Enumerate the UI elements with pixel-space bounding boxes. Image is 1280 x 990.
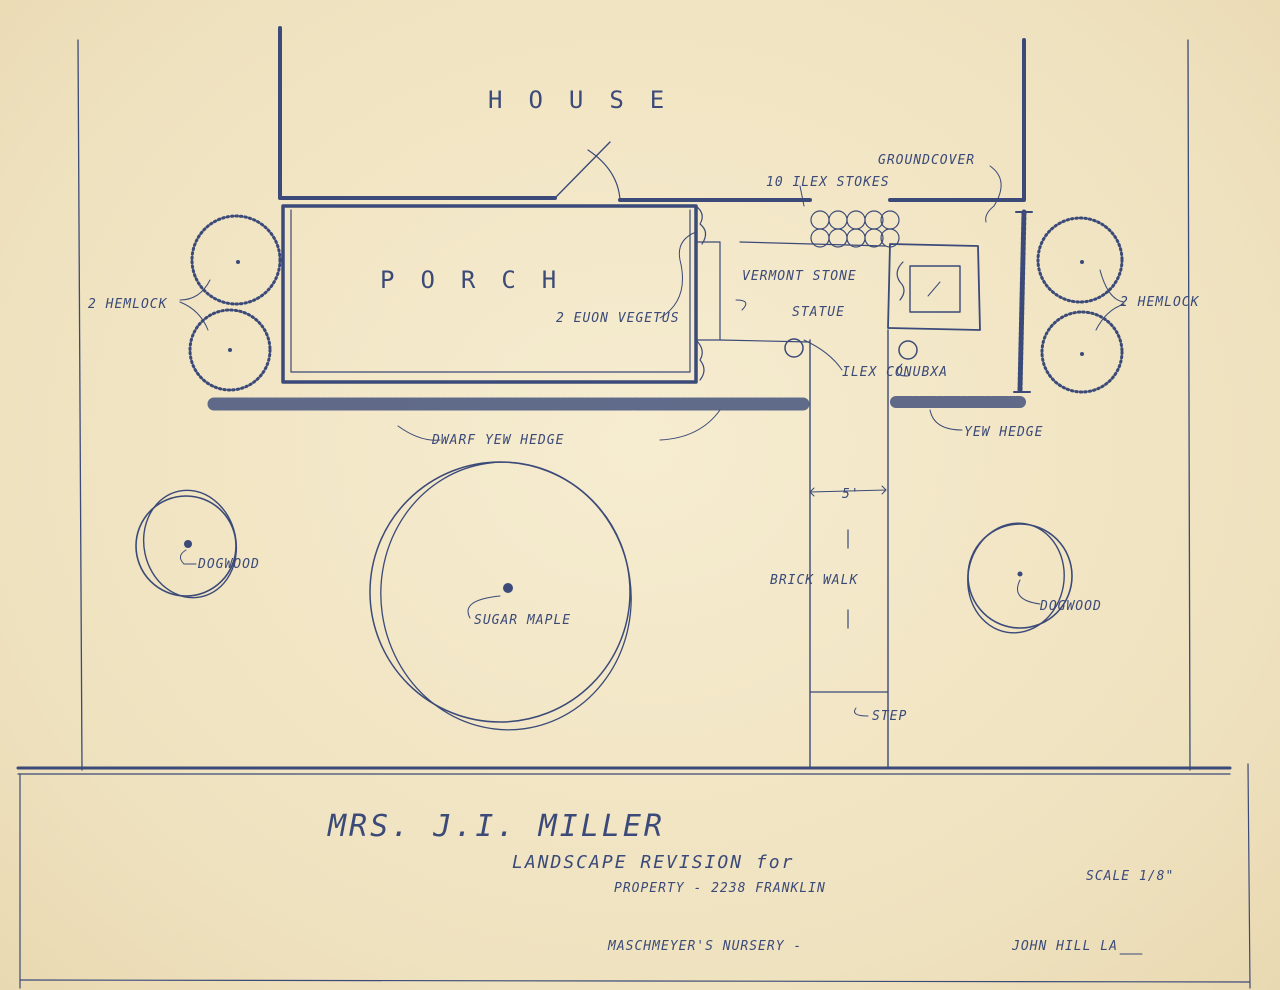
hemlock-right-label: 2 HEMLOCK (1120, 295, 1200, 310)
nursery-name: MASCHMEYER'S NURSERY - (607, 939, 802, 954)
ilex-stokes-shrubs (810, 210, 900, 248)
brick-walk-label: BRICK WALK (770, 573, 858, 588)
vermont-stone-label: VERMONT STONE (742, 269, 857, 284)
yew-hedge (890, 396, 1028, 431)
statue-plinth (887, 243, 981, 331)
designer-name: JOHN HILL LA (1011, 939, 1118, 954)
hemlock-left-label: 2 HEMLOCK (88, 297, 168, 312)
euon-label: 2 EUON VEGETUS (556, 311, 680, 326)
ground-cover-bed (1013, 209, 1033, 393)
dogwood-right-label: DOGWOOD (1039, 599, 1102, 614)
dwarf-yew-label: DWARF YEW HEDGE (431, 433, 564, 448)
hemlock-left-group (179, 214, 282, 392)
brick-walk (809, 329, 889, 769)
step-label: STEP (872, 709, 907, 724)
statue-label: STATUE (792, 305, 845, 320)
plan-callout-leaders (659, 165, 1002, 319)
ilex-stokes-label: 10 ILEX STOKES (766, 175, 890, 190)
scale-note: SCALE 1/8" (1086, 869, 1174, 884)
property-address: PROPERTY - 2238 FRANKLIN (614, 881, 826, 896)
sugar-maple (369, 461, 632, 731)
property-border (16, 39, 1251, 989)
title-subtitle: LANDSCAPE REVISION for (512, 852, 794, 873)
porch-outline (281, 204, 886, 384)
dwarf-yew-hedge (207, 397, 810, 441)
ilex-cornuta-shrubs (784, 338, 918, 377)
house-label: HOUSE (488, 86, 690, 114)
house-outline (278, 26, 1026, 202)
porch-label: PORCH (380, 266, 582, 294)
client-name: MRS. J.I. MILLER (327, 809, 665, 844)
sugar-maple-label: SUGAR MAPLE (474, 613, 571, 628)
dogwood-left-label: DOGWOOD (197, 557, 260, 572)
dogwood-right (967, 522, 1073, 634)
yew-hedge-label: YEW HEDGE (964, 425, 1043, 440)
walk-width-label: 5' (842, 487, 860, 502)
ilex-cornuta-label: ILEX CONUBXA (842, 365, 948, 380)
hemlock-right-group (1036, 216, 1125, 394)
dogwood-left (135, 489, 238, 599)
ground-cover-label: GROUNDCOVER (878, 153, 975, 168)
